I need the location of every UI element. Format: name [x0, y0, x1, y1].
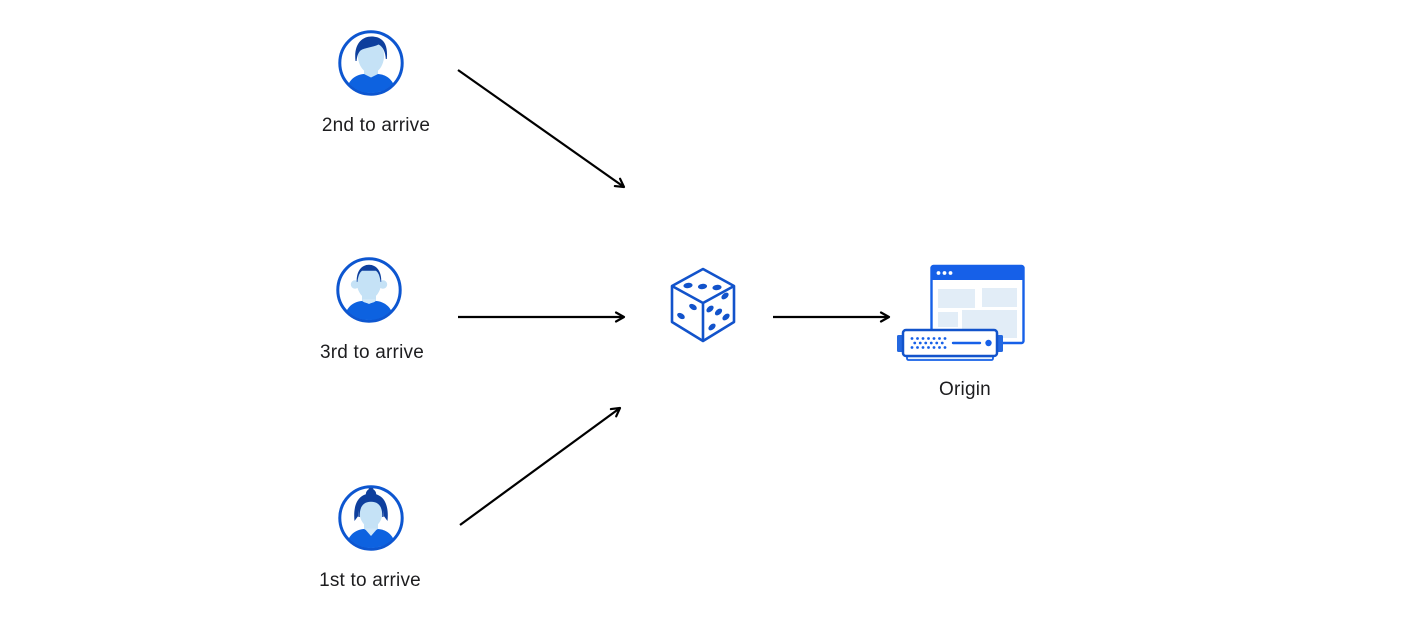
server-box-icon — [897, 328, 1003, 361]
user2-label: 2nd to arrive — [321, 115, 431, 136]
male-avatar-icon — [338, 30, 404, 96]
dice-icon — [670, 267, 736, 343]
user3-label: 3rd to arrive — [320, 342, 424, 363]
arrow-user2-to-dice — [457, 69, 626, 189]
male-avatar-icon — [336, 257, 402, 323]
origin-label: Origin — [939, 379, 991, 400]
server-vent-dots — [910, 337, 947, 349]
arrow-user1-to-dice — [459, 406, 622, 526]
user1-label: 1st to arrive — [319, 570, 421, 591]
origin-server-icon — [897, 264, 1025, 361]
female-avatar-icon — [338, 485, 404, 551]
browser-window-icon — [930, 264, 1025, 345]
